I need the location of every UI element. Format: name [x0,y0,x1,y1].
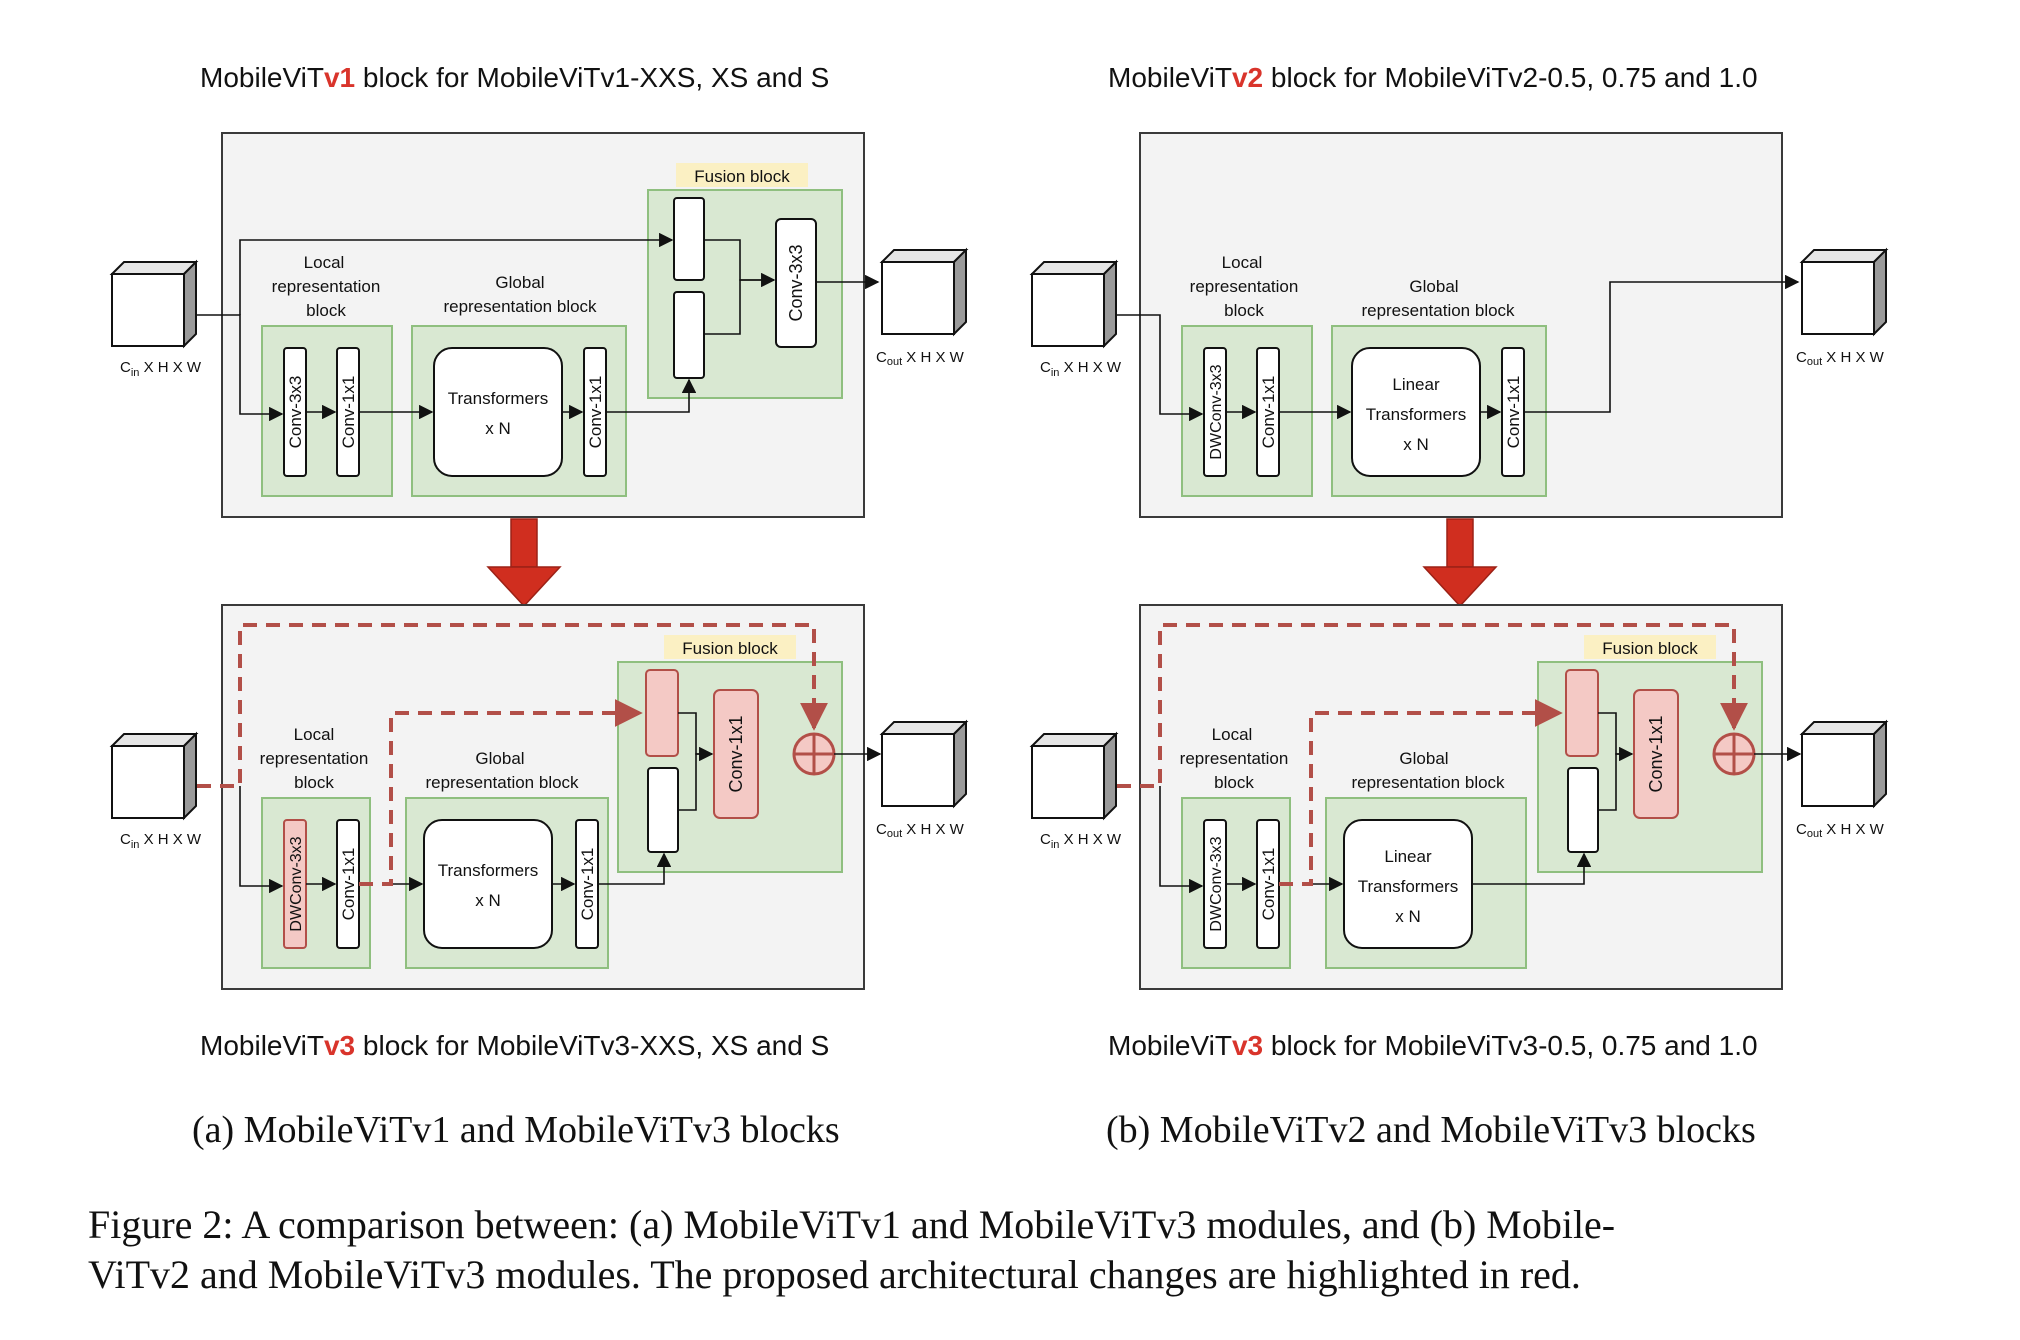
concat-lower [673,291,705,379]
fusion-conv-1x1-label: Conv-1x1 [1646,715,1666,792]
red-skip-connections [1117,623,1748,886]
output-cube [1801,249,1887,335]
upgrade-arrow-a [486,518,562,608]
input-label: Cin X H X W [120,831,202,851]
output-label: Cout X H X W [1796,821,1885,840]
output-cube [1801,721,1887,807]
residual-add-icon [792,732,836,776]
fusion-label-bg [664,635,796,659]
local-representation-block [261,325,393,497]
connections [1159,712,1802,894]
subcaption-a: (a) MobileViTv1 and MobileViTv3 blocks [192,1109,840,1151]
output-cube [881,721,967,807]
fusion-label-bg [676,163,808,187]
conv-1x1-label: Conv-1x1 [339,376,358,449]
fusion-title: Fusion block [1602,639,1698,658]
input-cube [1031,733,1117,819]
fusion-conv-3x3-layer [775,218,817,348]
input-label: Cin X H X W [1040,831,1122,851]
concat-lower [1567,767,1599,853]
connections [239,712,882,894]
global-conv-1x1-label: Conv-1x1 [586,376,605,449]
dwconv-3x3-label: DWConv-3x3 [288,836,305,931]
panel-b-bottom-title: MobileViTv3 block for MobileViTv3-0.5, 0… [1108,1030,1758,1061]
dwconv-3x3-label: DWConv-3x3 [1208,836,1225,931]
global-conv-1x1-label: Conv-1x1 [578,848,597,921]
output-label: Cout X H X W [876,821,965,840]
panel-b-top-title: MobileViTv2 block for MobileViTv2-0.5, 0… [1108,62,1758,93]
upgrade-arrow-b [1422,518,1498,608]
figure-caption-line-1: Figure 2: A comparison between: (a) Mobi… [88,1202,1616,1247]
residual-add-icon [1712,732,1756,776]
connections [197,232,880,422]
red-skip-connections [197,623,828,886]
fusion-conv-1x1-layer [713,689,759,819]
panel-a-bottom-title: MobileViTv3 block for MobileViTv3-XXS, X… [200,1030,830,1061]
dwconv-3x3-label: DWConv-3x3 [1208,364,1225,459]
conv-3x3-label: Conv-3x3 [286,376,305,449]
transformers-block [423,819,553,949]
input-cube [111,733,197,819]
fusion-title: Fusion block [682,639,778,658]
input-label: Cin X H X W [1040,359,1122,379]
output-cube [881,249,967,335]
local-representation-block [1181,325,1313,497]
concat-upper-highlighted [645,669,679,757]
fusion-title: Fusion block [694,167,790,186]
input-cube [1031,261,1117,347]
transformers-block [433,347,563,477]
input-cube [111,261,197,347]
fusion-conv-1x1-layer [1633,689,1679,819]
fusion-conv-1x1-label: Conv-1x1 [726,715,746,792]
fusion-label-bg [1584,635,1716,659]
concat-lower [647,767,679,853]
output-label: Cout X H X W [1796,349,1885,368]
global-conv-1x1-label: Conv-1x1 [1504,376,1523,449]
fusion-conv-3x3-label: Conv-3x3 [786,244,806,321]
figure-caption: Figure 2: A comparison between: (a) Mobi… [88,1200,1928,1300]
concat-upper [673,197,705,281]
conv-1x1-label: Conv-1x1 [1259,848,1278,921]
panel-a-top-title: MobileViTv1 block for MobileViTv1-XXS, X… [200,62,830,93]
figure-caption-line-2: ViTv2 and MobileViTv3 modules. The propo… [88,1252,1581,1297]
output-label: Cout X H X W [876,349,965,368]
concat-upper-highlighted [1565,669,1599,757]
subcaption-b: (b) MobileViTv2 and MobileViTv3 blocks [1106,1109,1756,1151]
input-label: Cin X H X W [120,359,202,379]
conv-1x1-label: Conv-1x1 [1259,376,1278,449]
conv-1x1-label: Conv-1x1 [339,848,358,921]
connections [1117,274,1800,422]
